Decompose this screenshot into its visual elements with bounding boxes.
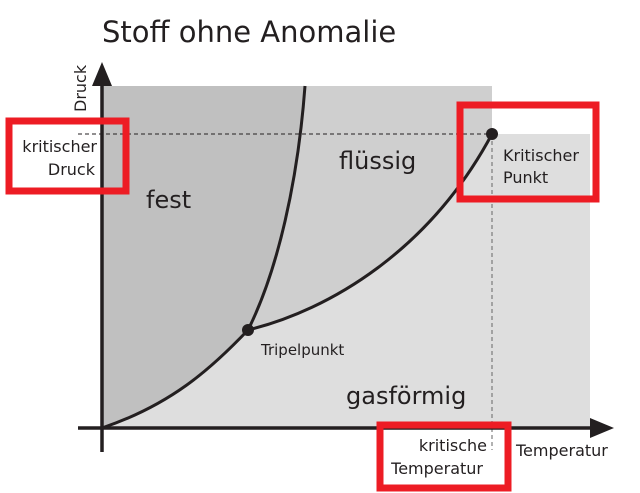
supercritical-region (492, 134, 590, 428)
region-label-liquid: flüssig (339, 147, 416, 175)
highlight-critical-pressure (5, 117, 130, 195)
gas-region (102, 134, 492, 428)
y-axis-label: Druck (71, 64, 90, 112)
x-axis-label: Temperatur (515, 441, 608, 460)
sublimation-curve (101, 328, 250, 430)
triple-point-marker (242, 324, 254, 336)
critical-temperature-label-line2: Temperatur (390, 459, 483, 478)
melting-curve (246, 85, 307, 331)
vaporization-curve (247, 133, 494, 332)
region-label-gas: gasförmig (346, 382, 466, 410)
solid-region (102, 86, 305, 428)
triple-point-label: Tripelpunkt (260, 341, 344, 359)
x-axis-arrow-icon (590, 418, 614, 438)
highlight-critical-temperature (376, 421, 512, 492)
critical-pressure-label-line1: kritischer (22, 137, 97, 156)
critical-point-marker (486, 128, 498, 140)
y-axis-arrow-icon (92, 62, 112, 86)
critical-point-label-line2: Punkt (503, 168, 548, 187)
critical-temperature-label-line1: kritische (419, 436, 487, 455)
critical-point-label-line1: Kritischer (503, 146, 579, 165)
diagram-title: Stoff ohne Anomalie (102, 15, 396, 49)
critical-pressure-label-line2: Druck (48, 160, 96, 179)
region-label-solid: fest (146, 186, 191, 214)
highlight-critical-point (456, 101, 600, 203)
